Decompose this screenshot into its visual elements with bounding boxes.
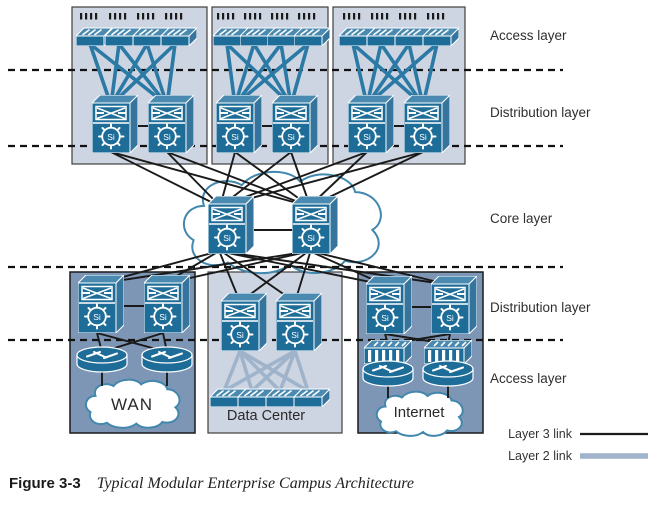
access-switches-top — [76, 27, 459, 46]
access-switch — [161, 27, 197, 46]
firewall — [364, 340, 412, 364]
figure-number: Figure 3-3 — [9, 475, 81, 492]
wan-distribution-switch-si — [144, 275, 190, 333]
distribution-switch-si — [92, 95, 138, 153]
distribution-switch-si — [404, 95, 450, 153]
access-switch — [294, 27, 330, 46]
data-center-label: Data Center — [226, 408, 306, 424]
wan-router — [76, 346, 128, 373]
figure-caption: Figure 3-3 Typical Modular Enterprise Ca… — [9, 475, 414, 493]
layer2-links-datacenter — [222, 349, 310, 393]
dc-access-switch — [294, 388, 330, 407]
distribution-switch-si — [148, 95, 194, 153]
legend-layer2-label: Layer 2 link — [508, 449, 572, 463]
internet-router — [362, 360, 414, 387]
internet-router — [422, 360, 474, 387]
internet-distribution-switch-si — [431, 276, 477, 334]
wan-router — [141, 346, 193, 373]
access-switch — [423, 27, 459, 46]
legend-layer3-label: Layer 3 link — [508, 427, 572, 441]
wan-distribution-switch-si — [78, 275, 124, 333]
core-switch-si — [208, 196, 254, 254]
label-access-layer-bottom: Access layer — [490, 371, 567, 386]
internet-distribution-switch-si — [366, 276, 412, 334]
legend-lines — [580, 432, 648, 459]
core-switch-si — [292, 196, 338, 254]
dc-distribution-switch-si — [276, 293, 322, 351]
firewall — [424, 340, 472, 364]
distribution-switch-si — [216, 95, 262, 153]
distribution-switch-si — [272, 95, 318, 153]
layer2-links-top — [88, 42, 439, 107]
dc-distribution-switch-si — [221, 293, 267, 351]
label-core-layer: Core layer — [490, 211, 553, 226]
wan-cloud-label: WAN — [110, 395, 154, 414]
label-distribution-layer-bottom: Distribution layer — [490, 300, 591, 315]
internet-cloud-label: Internet — [393, 404, 445, 421]
distribution-switch-si — [348, 95, 394, 153]
label-distribution-layer-top: Distribution layer — [490, 105, 591, 120]
figure-title: Typical Modular Enterprise Campus Archit… — [96, 475, 414, 492]
label-access-layer-top: Access layer — [490, 28, 567, 43]
